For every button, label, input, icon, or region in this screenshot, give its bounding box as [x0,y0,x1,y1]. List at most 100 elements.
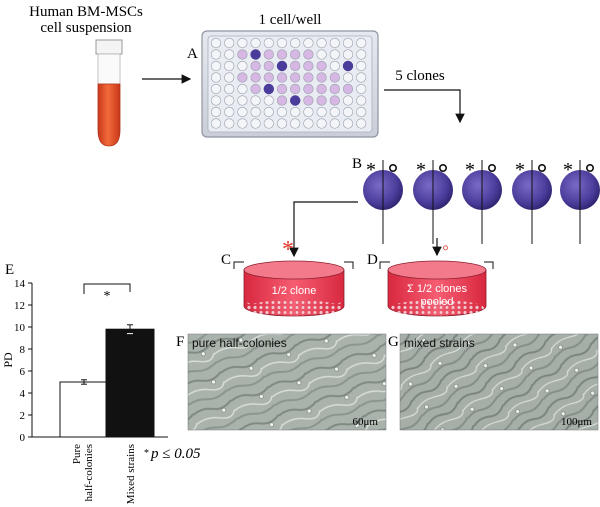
panel-d-label: D [367,252,378,268]
well [316,106,327,118]
well [329,37,340,49]
well [290,60,301,72]
well [224,83,235,95]
well [237,83,248,95]
y-tick-label: 0 [20,432,26,444]
y-tick-label: 12 [14,300,25,312]
arrow-plate-to-clones [384,89,465,124]
y-tick-label: 6 [20,366,26,378]
plate-label: 1 cell/well [259,12,322,28]
well [316,118,327,129]
well [329,95,340,106]
well [342,95,354,106]
panel-e-label: E [5,262,14,278]
star-marker: * [465,159,475,181]
source-label: Human BM-MSCs [29,4,143,20]
well [237,106,248,118]
star-marker: * [416,159,426,181]
dish-d [379,260,494,317]
well [224,49,235,60]
y-tick-label: 4 [20,388,26,400]
colony-well [263,83,274,95]
y-tick-label: 14 [14,278,26,290]
well [342,49,354,60]
well [224,72,235,83]
colony-row: ***** [363,159,600,244]
well [263,60,274,72]
bar [59,381,109,438]
x-category-label: Mixed strains [125,444,137,504]
well [263,72,274,83]
dish-c [233,260,354,317]
clones-label: 5 clones [395,68,445,84]
well [303,106,314,118]
y-tick-label: 10 [14,322,26,334]
well [342,37,354,49]
well [263,37,274,49]
well [356,72,367,83]
well [224,95,235,106]
well [210,118,222,129]
well [276,72,288,83]
dish-c-label: 1/2 clone [272,285,317,297]
circle-marker [388,164,397,173]
well [303,95,314,106]
well [210,60,222,72]
well [342,72,354,83]
star-marker: * [515,159,525,181]
well [237,72,248,83]
well [290,106,301,118]
well [329,83,340,95]
well [210,95,222,106]
photo-g-scale: 100μm [561,416,592,428]
well [210,72,222,83]
well [356,60,367,72]
circle-marker [585,164,594,173]
colony-well [342,60,354,72]
well [263,95,274,106]
significance-note: p ≤ 0.05 [150,446,201,462]
well [329,72,340,83]
well [263,106,274,118]
well [342,118,354,129]
colony-well [276,60,288,72]
dish-d-marker: ◦ [442,237,449,259]
well [316,37,327,49]
well [316,49,327,60]
photo-g-title: mixed strains [404,336,475,350]
well [276,118,288,129]
well [250,60,261,72]
bar [105,328,155,438]
well [290,49,301,60]
well [250,106,261,118]
well [303,37,314,49]
well [224,60,235,72]
well [356,37,367,49]
well [276,37,288,49]
y-axis-label: PD [1,352,15,368]
well [237,95,248,106]
well [356,106,367,118]
well [303,83,314,95]
well [237,60,248,72]
y-tick-label: 8 [20,344,26,356]
well [316,72,327,83]
well [303,49,314,60]
well-plate [201,30,379,138]
panel-f-label: F [176,334,184,350]
well [210,49,222,60]
arrow-to-dish-c [289,201,358,258]
well [263,118,274,129]
colony-well [290,95,301,106]
well [342,106,354,118]
well [356,118,367,129]
significance-bracket [83,283,131,294]
well [210,37,222,49]
well [210,83,222,95]
well [224,118,235,129]
circle-marker [537,164,546,173]
well [250,118,261,129]
test-tube [95,39,123,147]
